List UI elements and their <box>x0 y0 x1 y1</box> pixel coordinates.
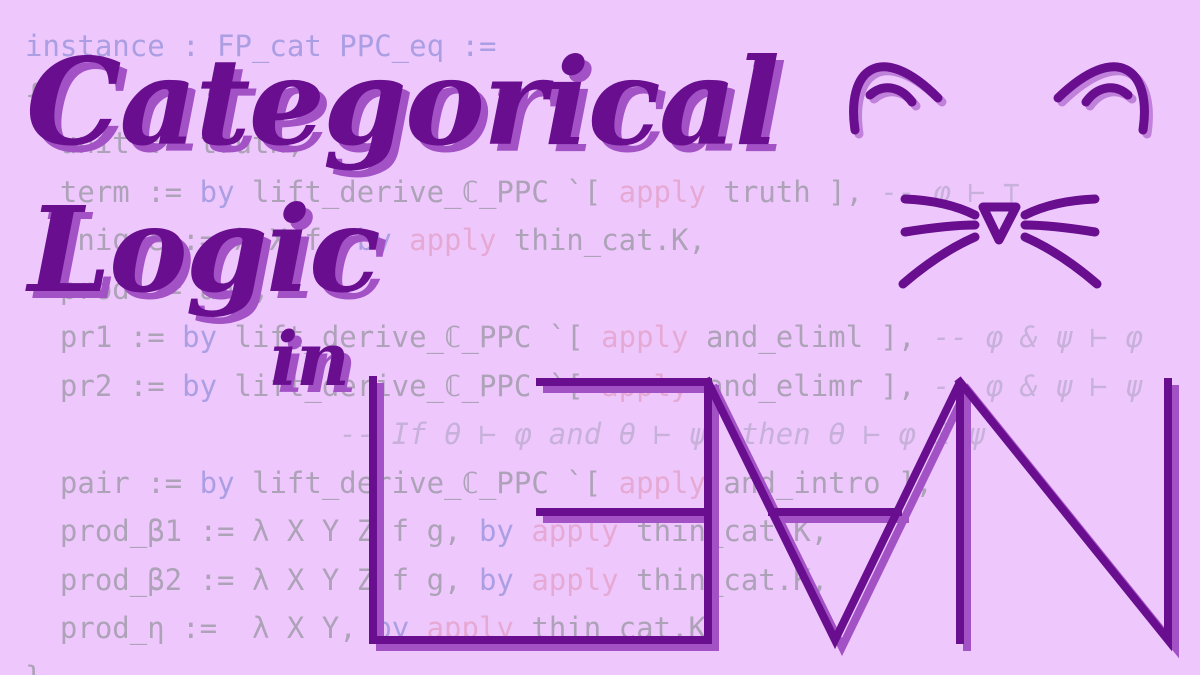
cat-whisker <box>900 194 980 220</box>
cat-whisker <box>1020 194 1100 220</box>
code-token: pr2 := <box>25 368 183 403</box>
code-line: prod := and, <box>25 271 270 306</box>
code-token: unique := λ X f, <box>25 223 357 257</box>
code-token: lift_derive_ℂ_PPC `[ <box>234 174 619 209</box>
code-token: by <box>199 174 235 209</box>
code-token: prod := and, <box>25 271 270 306</box>
code-token: by <box>182 368 218 403</box>
code-token: by <box>478 562 514 597</box>
code-token: pair := <box>25 465 200 500</box>
lean-logo-strokes <box>369 376 1172 652</box>
cat-whisker <box>1020 232 1102 289</box>
code-token: apply <box>601 320 689 354</box>
code-token: term := <box>25 174 200 209</box>
code-line: pair := by lift_derive_ℂ_PPC `[ apply an… <box>25 466 933 500</box>
code-token: truth ], <box>705 174 881 209</box>
lean-letter-l-e <box>369 376 712 644</box>
code-token: by <box>356 223 392 257</box>
code-token: lift_derive_ℂ_PPC `[ <box>217 320 602 354</box>
title-categorical: Categorical <box>26 32 780 173</box>
code-token: apply <box>409 223 497 257</box>
title-in: in <box>270 317 350 403</box>
code-token: } <box>25 660 42 675</box>
code-line: unique := λ X f, by apply thin_cat.K, <box>25 223 706 257</box>
code-token: thin_cat.K, <box>496 223 706 257</box>
code-token: pr1 := <box>25 320 183 354</box>
code-token: -- φ ⊢ ⊤ <box>880 174 1021 209</box>
cat-nose <box>978 202 1021 245</box>
cat-whisker <box>900 220 980 237</box>
code-token: and_elimr ], <box>688 368 933 403</box>
code-token: by <box>478 514 514 548</box>
code-line: term := by lift_derive_ℂ_PPC `[ apply tr… <box>25 175 1020 209</box>
lean-letter-n <box>954 376 1172 652</box>
code-line: unit := truth, <box>25 126 304 160</box>
code-token: and_eliml ], <box>688 320 933 354</box>
cat-left-ear <box>849 62 943 135</box>
cat-left-inner-ear <box>865 83 917 107</box>
code-token: -- φ & ψ ⊢ φ <box>932 320 1143 354</box>
code-token: apply <box>618 174 706 209</box>
code-line: pr1 := by lift_derive_ℂ_PPC `[ apply and… <box>25 320 1143 354</box>
code-token: { <box>25 77 43 112</box>
code-token: by <box>199 465 235 500</box>
code-line: instance : FP_cat PPC_eq := <box>25 29 496 63</box>
cat-whisker <box>898 232 980 289</box>
title-logic: Logic <box>28 180 381 319</box>
code-token: instance : FP_cat PPC_eq := <box>25 29 497 63</box>
code-line: { <box>25 78 42 112</box>
code-token: prod_β1 := λ X Y Z f g, <box>25 514 479 548</box>
code-token: lift_derive_ℂ_PPC `[ <box>234 465 619 500</box>
code-token: apply <box>531 562 619 597</box>
code-token: prod_η := λ X Y, <box>25 611 375 645</box>
code-line: prod_β1 := λ X Y Z f g, by apply thin_ca… <box>25 514 828 548</box>
code-token: apply <box>618 465 706 500</box>
cat-whisker <box>1020 220 1100 237</box>
cat-right-inner-ear <box>1081 83 1133 107</box>
code-line: } <box>25 660 42 675</box>
code-token: unit := truth, <box>25 126 305 160</box>
code-token: by <box>182 320 218 354</box>
cat-right-ear <box>1053 62 1149 135</box>
